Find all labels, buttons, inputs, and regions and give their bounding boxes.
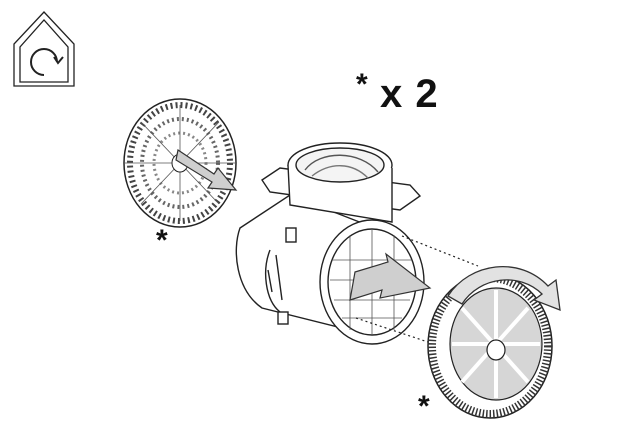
motor-blower-housing	[235, 142, 425, 345]
quantity-label: x 2	[380, 72, 439, 116]
asterisk-top: *	[356, 68, 368, 101]
recirculation-house-icon	[13, 11, 75, 87]
rotate-clockwise-arrow	[447, 266, 561, 311]
alignment-guide-lines	[355, 235, 479, 347]
insert-arrow-motor	[349, 252, 432, 301]
carbon-odour-filter	[427, 273, 553, 419]
asterisk-left: *	[156, 224, 168, 257]
asterisk-bottom: *	[418, 390, 430, 423]
insert-arrow-left	[175, 149, 238, 191]
